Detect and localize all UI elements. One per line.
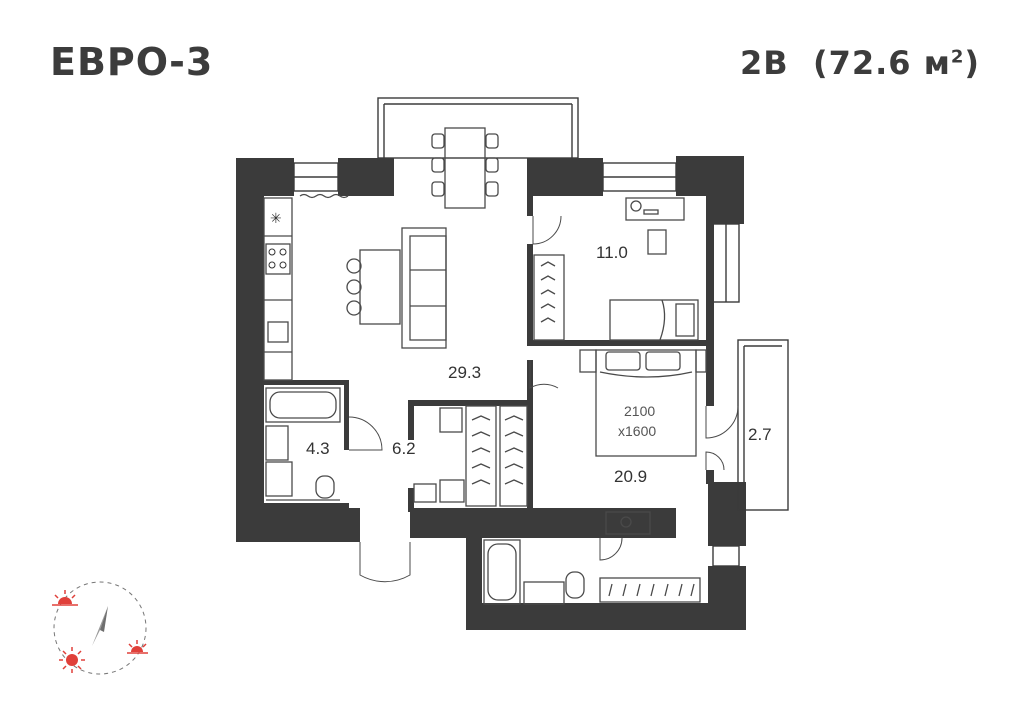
- area-bedroom-master: 20.9: [614, 467, 647, 486]
- windows: [293, 162, 740, 567]
- master-bed: [579, 349, 707, 457]
- hall-furniture: [413, 407, 465, 503]
- sunrise-icon: [52, 590, 78, 606]
- unit-area-title: 2В (72.6 м2): [740, 44, 980, 82]
- unit-area-label: 2В (72.6 м: [740, 44, 951, 82]
- bed-size-width: x1600: [618, 423, 656, 439]
- area-balcony: 2.7: [748, 425, 772, 444]
- area-bedroom-small: 11.0: [596, 243, 628, 262]
- area-living-kitchen: 29.3: [448, 363, 481, 382]
- area-hall: 6.2: [392, 439, 416, 458]
- balcony: [737, 339, 789, 511]
- bathroom2-fixtures: [483, 511, 651, 605]
- doors: [348, 215, 739, 583]
- interior-walls: [263, 196, 714, 512]
- plan-type-title: ЕВРО-3: [50, 40, 214, 84]
- living-furniture: [346, 227, 447, 349]
- svg-text:✳: ✳: [270, 211, 282, 227]
- unit-area-close: ): [964, 44, 980, 82]
- exterior-walls: [236, 156, 746, 630]
- sunset-icon: [127, 640, 148, 654]
- compass-icon: [53, 581, 147, 675]
- wardrobe-hangers: [465, 261, 701, 603]
- bed-size-length: 2100: [624, 403, 655, 419]
- small-bedroom-furniture: [533, 197, 699, 341]
- dining-table: [299, 127, 499, 209]
- sun-icon: [59, 647, 85, 673]
- bathroom-fixtures: [265, 387, 341, 501]
- unit-area-superscript: 2: [950, 46, 965, 68]
- kitchen-counter: ✳: [263, 197, 293, 381]
- area-bathroom: 4.3: [306, 439, 330, 458]
- top-bay-window: [377, 97, 579, 159]
